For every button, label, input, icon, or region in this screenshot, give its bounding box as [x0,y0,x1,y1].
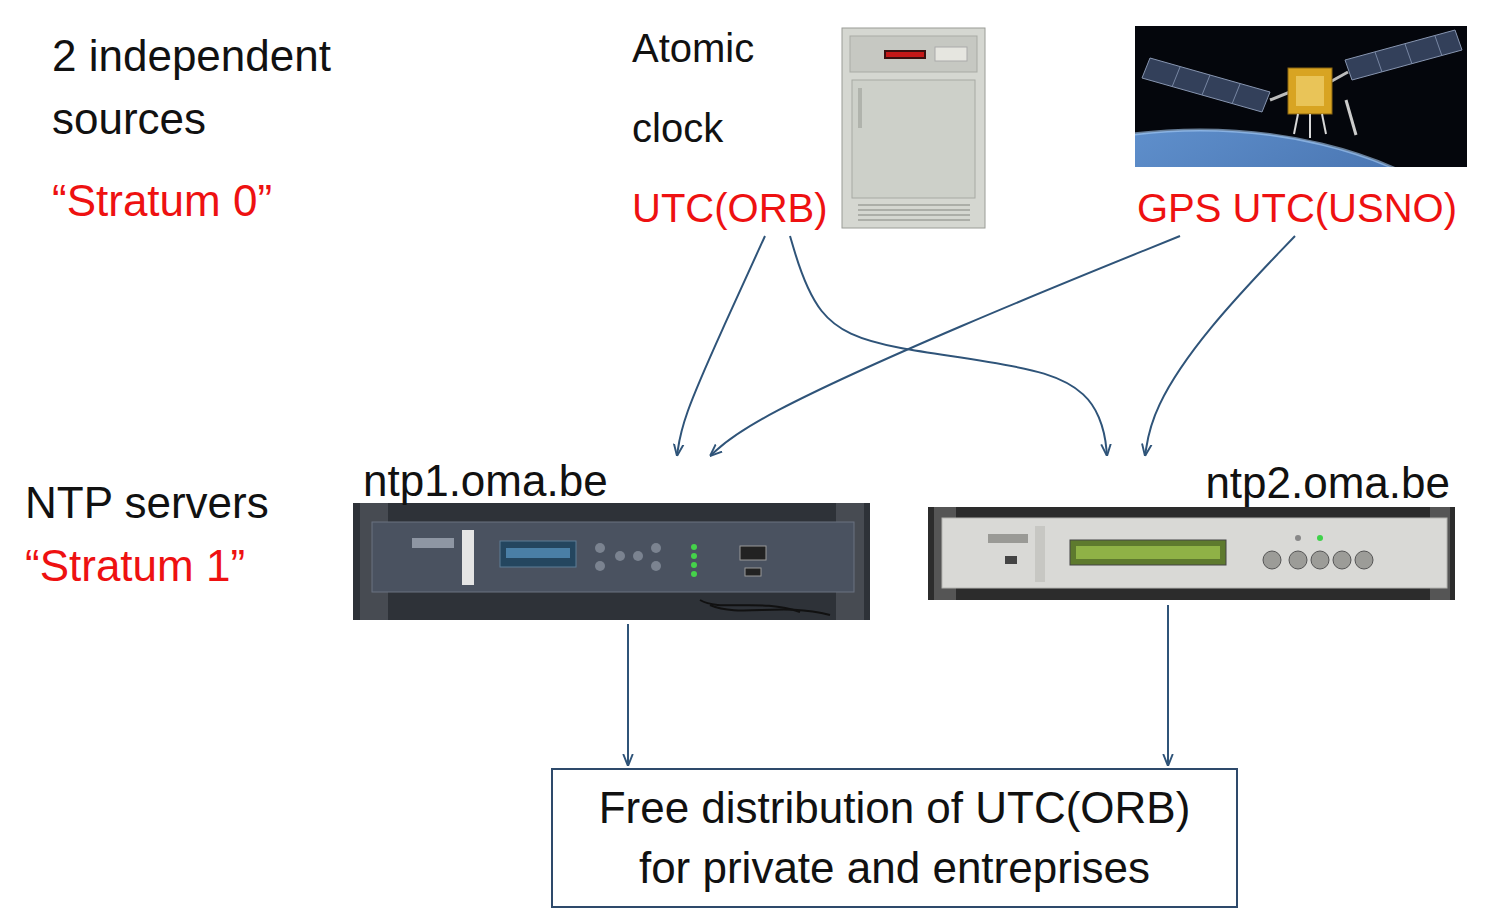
server-hostname: ntp1.oma.be [363,458,608,504]
arrow-connector [1145,236,1295,456]
source-name: Atomic clock [632,8,822,168]
stratum-label: “Stratum 0” [52,169,272,232]
atomic-clock-picture [842,28,985,228]
stratum-label: “Stratum 1” [25,534,245,597]
arrow-connector [1167,605,1169,766]
arrow-connector [627,624,629,766]
time-scale: UTC(ORB) [632,184,828,232]
arrow-connector [710,236,1180,456]
arrow-connector [677,236,765,456]
gps-satellite-picture [870,26,1507,530]
ntp2-device-picture [928,507,1455,600]
atomic-clock-source: Atomic clockUTC(ORB) [625,8,990,234]
server-hostname: ntp2.oma.be [1205,460,1450,506]
gps-source: GPS UTC(USNO) [1132,22,1470,234]
time-scale: GPS UTC(USNO) [1137,184,1457,232]
box-text: Free distribution of UTC(ORB) for privat… [583,778,1206,898]
section-label: 2 independent sources [52,24,372,150]
ntp-server: ntp1.oma.be [350,458,875,622]
section-label: NTP servers [25,471,269,534]
distribution-box: Free distribution of UTC(ORB) for privat… [551,768,1238,908]
arrow-connector [790,236,1107,456]
ntp-server: ntp2.oma.be [925,458,1460,603]
ntp1-device-picture [353,503,870,620]
